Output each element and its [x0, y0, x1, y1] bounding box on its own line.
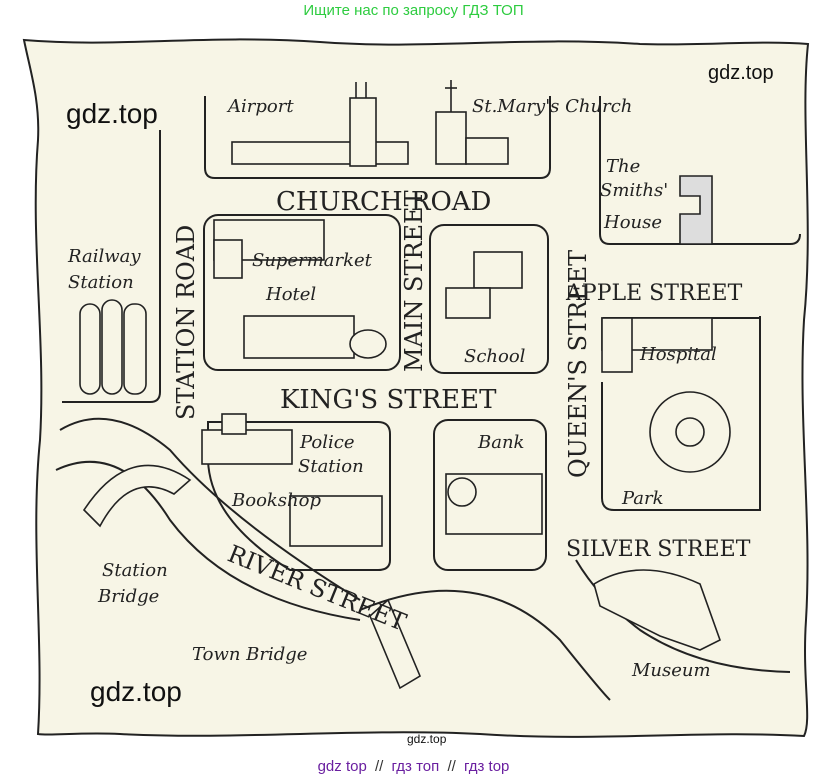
railway-label-1: Railway	[67, 246, 141, 267]
station-road-label: STATION ROAD	[172, 225, 200, 420]
bank-label: Bank	[477, 432, 524, 453]
map-paper	[22, 38, 810, 738]
station-bridge-icon	[82, 464, 192, 528]
footer-link-1[interactable]: gdz top	[317, 758, 367, 775]
watermark-top-right: gdz.top	[708, 62, 774, 84]
smiths-label-2: Smiths'	[600, 180, 668, 201]
footer-links: gdz top // гдз топ // гдз top	[0, 758, 827, 775]
main-street-label: MAIN STREET	[400, 190, 428, 372]
watermark-top-left: gdz.top	[66, 98, 158, 129]
church-icon	[435, 111, 467, 165]
railway-station-icon	[79, 299, 147, 395]
school-label: School	[464, 346, 526, 367]
smiths-label-1: The	[606, 156, 640, 177]
airport-icon	[231, 141, 409, 165]
street-labels: CHURCH ROAD STATION ROAD MAIN STREET KIN…	[172, 187, 751, 637]
town-bridge-icon	[369, 598, 422, 690]
museum-icon	[593, 569, 721, 651]
smiths-label-3: House	[603, 212, 662, 233]
station-bridge-label-1: Station	[102, 560, 168, 581]
museum-label: Museum	[631, 660, 711, 681]
police-station-icon	[201, 429, 293, 465]
place-labels: Airport St.Mary's Church The Smiths' Hou…	[67, 96, 717, 681]
police-label-1: Police	[299, 432, 354, 453]
landmark-icons	[79, 80, 731, 690]
bookshop-label: Bookshop	[231, 490, 321, 511]
house-icon	[679, 175, 713, 245]
promo-text: Ищите нас по запросу ГДЗ ТОП	[303, 2, 524, 19]
park-label: Park	[621, 488, 664, 509]
town-bridge-label: Town Bridge	[192, 644, 307, 665]
hospital-label: Hospital	[639, 344, 717, 365]
footer-link-2[interactable]: гдз топ	[391, 758, 440, 775]
police-label-2: Station	[298, 456, 364, 477]
hotel-icon	[243, 315, 355, 359]
school-icon	[473, 251, 523, 289]
kings-street-label: KING'S STREET	[280, 385, 497, 415]
railway-label-2: Station	[68, 272, 134, 293]
church-road-label: CHURCH ROAD	[276, 187, 491, 217]
footer-separator-1: //	[374, 758, 384, 775]
bookshop-icon	[289, 495, 383, 547]
footer-separator-2: //	[447, 758, 456, 775]
watermark-bottom-center: gdz.top	[407, 732, 447, 746]
apple-street-label: APPLE STREET	[565, 281, 743, 306]
church-label: St.Mary's Church	[472, 96, 632, 117]
hotel-label: Hotel	[265, 284, 316, 305]
footer-link-3[interactable]: гдз top	[463, 758, 510, 775]
supermarket-label: Supermarket	[252, 250, 373, 271]
station-bridge-label-2: Bridge	[97, 586, 159, 607]
silver-street-label: SILVER STREET	[566, 537, 751, 562]
promo-banner: Ищите нас по запросу ГДЗ ТОП	[0, 2, 827, 19]
airport-label: Airport	[226, 96, 294, 117]
queens-street-label: QUEEN'S STREET	[564, 250, 592, 478]
watermark-bottom-left: gdz.top	[90, 676, 182, 707]
